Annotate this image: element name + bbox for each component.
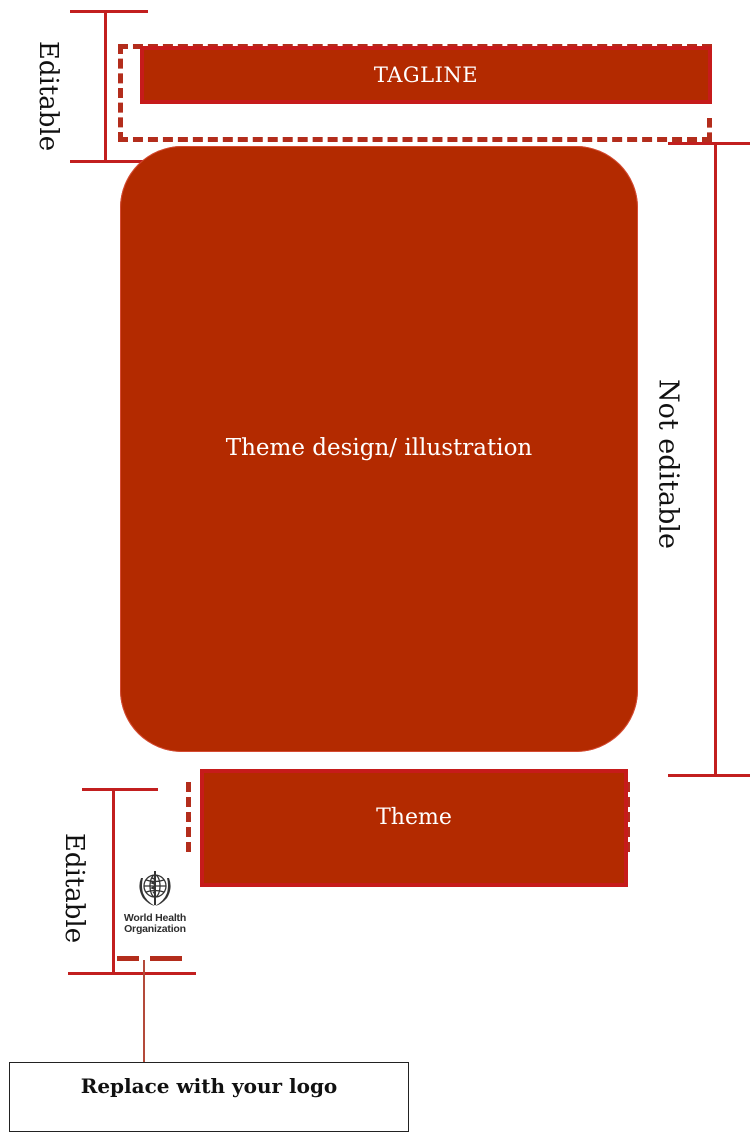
right-bracket-cap-top [668, 142, 750, 145]
theme-box[interactable]: Theme [200, 769, 628, 887]
tagline-box[interactable]: TAGLINE [140, 46, 712, 104]
callout-connector [143, 960, 145, 1062]
tagline-editable-area-edge-lower [707, 118, 712, 142]
callout-text: Replace with your logo [80, 1074, 338, 1098]
top-bracket-cap-bottom [70, 160, 148, 163]
who-logo-text: World Health Organization [124, 913, 186, 935]
bottom-editable-label: Editable [59, 832, 89, 944]
who-emblem-icon [139, 871, 171, 906]
top-editable-label: Editable [33, 40, 63, 152]
who-logo-line1: World Health [123, 912, 187, 924]
theme-illustration-area: Theme design/ illustration [120, 146, 638, 752]
tagline-text: TAGLINE [373, 63, 479, 87]
bottom-bracket-cap-bottom [68, 972, 196, 975]
bottom-bracket-spine [112, 788, 115, 974]
illustration-label: Theme design/ illustration [225, 435, 533, 461]
who-logo-line2: Organization [124, 923, 186, 935]
replace-logo-callout: Replace with your logo [9, 1062, 409, 1132]
not-editable-label: Not editable [652, 378, 684, 550]
who-logo[interactable]: World Health Organization [110, 868, 200, 948]
top-bracket-spine [104, 10, 107, 162]
logo-editable-dash-left [117, 956, 139, 961]
right-bracket-cap-bottom [668, 774, 750, 777]
bottom-bracket-cap-top [82, 788, 158, 791]
right-bracket-spine [714, 142, 717, 776]
logo-editable-dash-right [150, 956, 182, 961]
theme-text: Theme [376, 805, 452, 830]
top-bracket-cap-top [70, 10, 148, 13]
